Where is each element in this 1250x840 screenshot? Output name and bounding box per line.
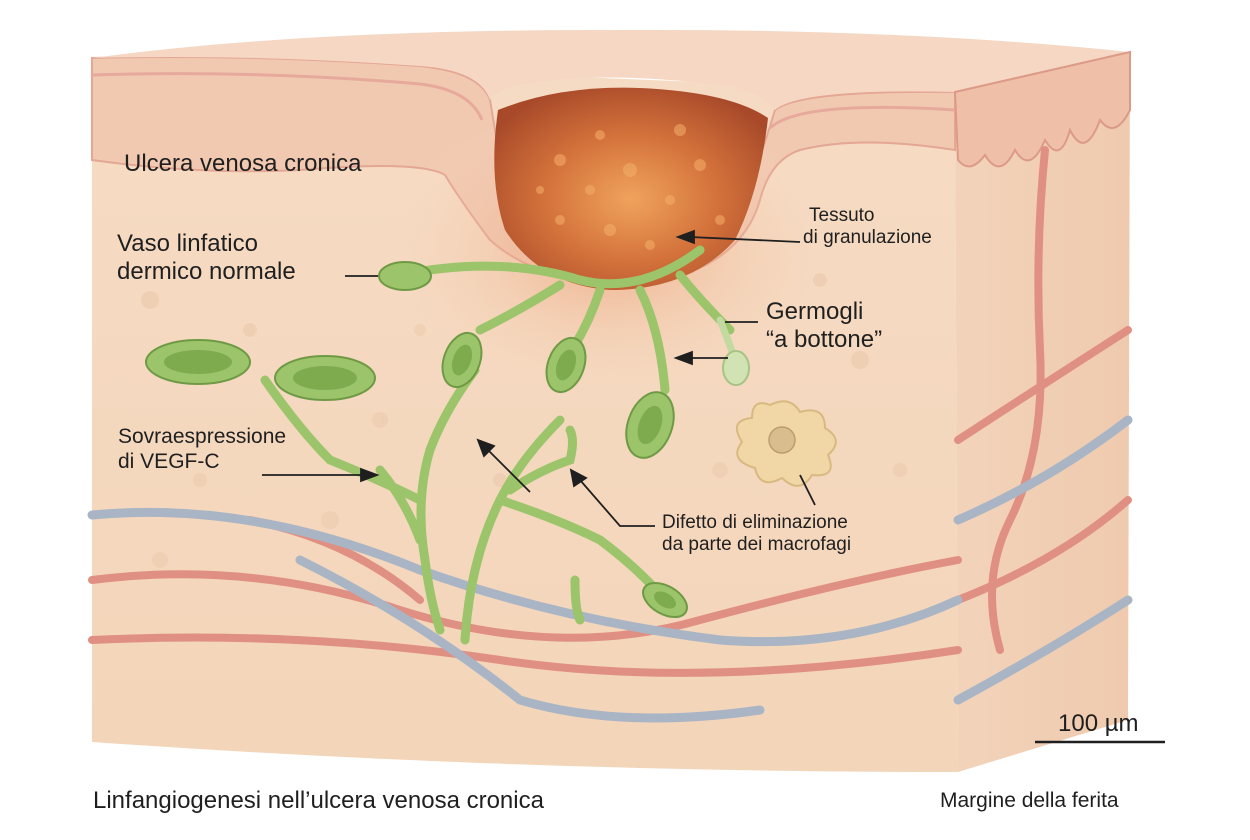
label-granulation-line1: Tessuto [809,205,875,226]
figure-caption: Linfangiogenesi nell’ulcera venosa croni… [93,787,544,814]
veins [87,415,1133,723]
label-macrophage-line2: da parte dei macrofagi [662,534,852,556]
label-buds: Germogli “a bottone” [766,298,882,355]
label-normal-vessel: Vaso linfatico dermico normale [117,230,296,287]
lymph-bulb-cores [164,344,676,609]
lymphatic-network [260,245,735,645]
macrophage-cell [735,400,837,487]
label-buds-line2: “a bottone” [766,326,883,354]
granulation-texture [536,124,725,250]
label-ulcer: Ulcera venosa cronica [124,150,362,177]
label-granulation: Tessuto di granulazione [803,205,932,250]
wound-margin-note: Margine della ferita [940,789,1119,812]
dermal-texture [141,273,907,568]
side-epidermis [953,50,1131,168]
label-normal-vessel-line1: Vaso linfatico [117,230,258,257]
label-macrophage-line1: Difetto di eliminazione [662,512,848,533]
label-buds-line1: Germogli [766,298,864,325]
top-surface [92,29,1130,110]
label-macrophage: Difetto di eliminazione da parte dei mac… [662,512,851,557]
label-vegf: Sovraespressione di VEGF-C [118,425,286,475]
button-bud [716,316,750,386]
epidermis-line [91,72,484,121]
wound-crater [494,87,768,290]
label-vegf-line2: di VEGF-C [118,449,220,473]
label-vegf-line1: Sovraespressione [118,425,287,448]
label-granulation-line2: di granulazione [803,227,932,249]
scale-bar-label: 100 µm [1058,710,1139,737]
annotation-arrows [262,229,816,527]
label-normal-vessel-line2: dermico normale [117,258,296,286]
epidermis-line-right [768,105,956,130]
